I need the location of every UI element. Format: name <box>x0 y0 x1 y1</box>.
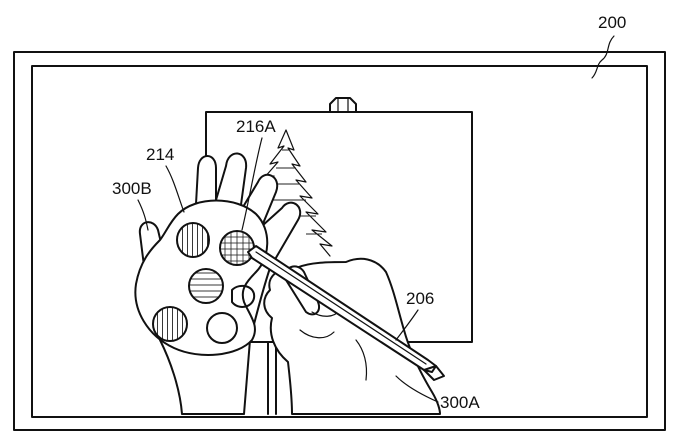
label-214: 214 <box>146 145 174 164</box>
label-200: 200 <box>598 13 626 32</box>
leader-300A <box>395 375 439 403</box>
leader-200 <box>591 35 615 79</box>
label-216A: 216A <box>236 117 276 136</box>
leader-214 <box>165 165 185 213</box>
paint-well-216A <box>219 230 255 266</box>
palette-thumb-hole <box>231 284 256 308</box>
paint-well-plain <box>206 312 238 344</box>
stylus <box>247 245 445 381</box>
label-300B: 300B <box>112 179 152 198</box>
pine-tree-detail <box>268 149 322 235</box>
paint-well-horizontal <box>188 268 224 304</box>
label-206: 206 <box>406 289 434 308</box>
paint-well-vertical-top <box>176 222 210 258</box>
device-screen <box>31 65 648 418</box>
leader-300B <box>137 199 149 231</box>
leader-216A <box>241 137 263 231</box>
paint-well-vertical-bottom <box>152 306 188 342</box>
device-outer-frame <box>13 51 666 431</box>
leader-206 <box>395 309 419 341</box>
easel-knob <box>329 97 357 113</box>
label-300A: 300A <box>440 393 480 412</box>
